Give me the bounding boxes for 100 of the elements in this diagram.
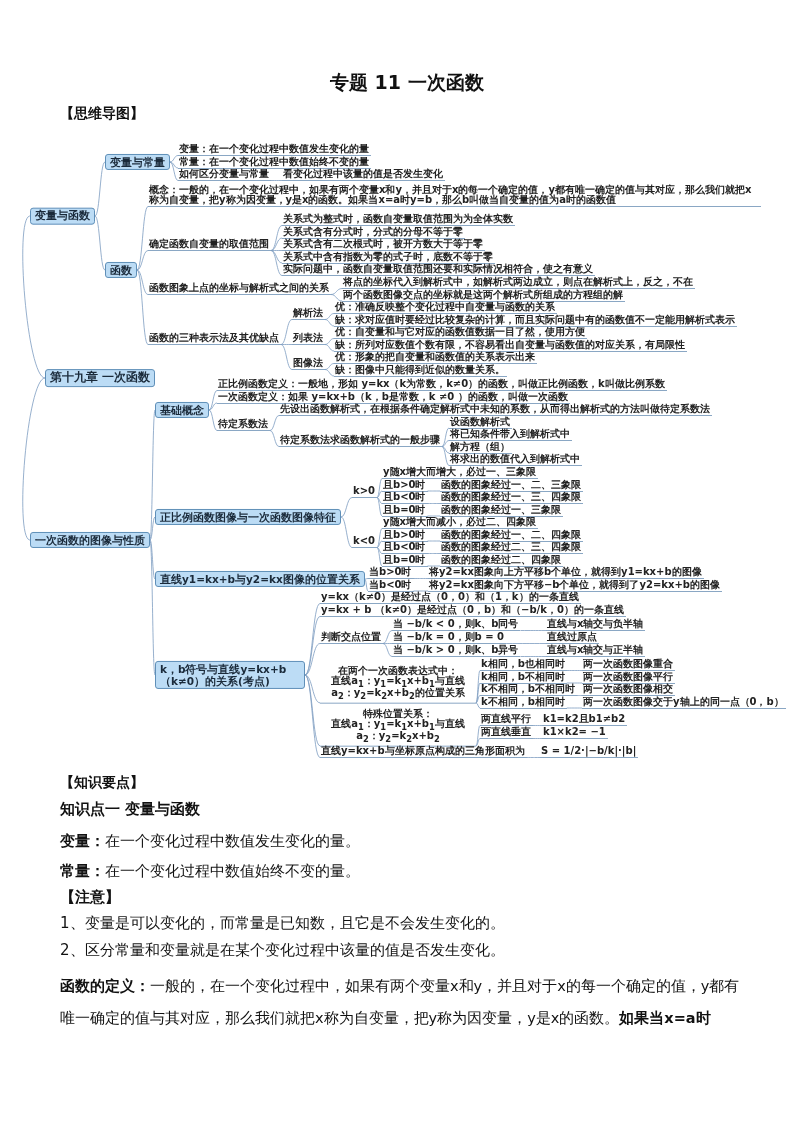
branch-line [441, 446, 450, 466]
branch-line [324, 363, 335, 370]
branch-line [94, 215, 106, 271]
branch-line [340, 497, 353, 518]
branch-line [566, 670, 583, 671]
branch-line [441, 427, 450, 447]
topic-text: 将点的坐标代入到解析式中，如解析式两边成立，则点在解析式上，反之，不在 [342, 277, 695, 289]
topic-text: 两一次函数图像平行 [582, 671, 675, 684]
topic-text: 将已知条件带入到解析式中 [449, 429, 572, 441]
section-heading: 【注意】 [60, 888, 120, 907]
branch-line [280, 344, 293, 370]
branch-line [413, 578, 429, 579]
topic-text: 且b=0时 [382, 504, 428, 517]
topic-text: 当 −b/k = 0，则b = 0 [392, 632, 507, 644]
branch-line [324, 369, 335, 377]
topic-text: 当b<0时 [368, 579, 414, 592]
topic-text: 函数的图象经过二、四象限 [440, 554, 563, 567]
topic-text: y随x增大而增大，必过一、三象限 [382, 467, 538, 479]
branch-line [441, 446, 450, 454]
paragraph: 1、变量是可以变化的，而常量是已知数，且它是不会发生变化的。 [60, 914, 505, 933]
branch-line [270, 180, 283, 181]
topic-text: 将y2=kx图象向上方平移b个单位，就得到y1=kx+b的图像 [428, 567, 704, 579]
branch-line [324, 313, 335, 320]
topic-text: 直线a$_{1}$：y$_{1}$=k$_{1}$x+b$_{1}$与直线a$_{2}$：y$_{2}$=k$_{2}$x+b$_{2}$ [330, 718, 466, 744]
branch-line [304, 674, 321, 704]
branch-line [136, 250, 149, 271]
branch-line [169, 155, 179, 163]
topic-box: 变量与常量 [105, 153, 170, 171]
branch-line [270, 225, 283, 251]
branch-line [505, 643, 547, 644]
branch-line [169, 161, 179, 181]
topic-text: 函数的图象经过二、三、四象限 [440, 542, 583, 554]
topic-text: 函数的图象经过一、三象限 [440, 504, 563, 517]
branch-line [22, 215, 46, 379]
branch-line [376, 528, 383, 548]
topic-text: 两一次函数图像交于y轴上的同一点（0，b） [582, 696, 786, 709]
branch-line [136, 206, 149, 271]
topic-text: 缺：求对应值时要经过比较复杂的计算，而且实际问题中有的函数值不一定能用解析式表示 [334, 314, 737, 327]
branch-line [324, 319, 335, 327]
topic-text: 先设出函数解析式，在根据条件确定解析式中未知的系数，从而得出解析式的方法叫做待定系数法 [279, 404, 712, 416]
branch-line [427, 490, 441, 492]
branch-line [532, 725, 543, 726]
topic-text: 两直线平行 [480, 714, 533, 726]
branch-line [532, 738, 543, 739]
topic-text: 当 −b/k > 0，则k、b异号 [392, 645, 521, 657]
branch-line [270, 250, 283, 251]
branch-line [269, 415, 280, 431]
branch-line [413, 590, 429, 592]
topic-text: k相同，b不相同时 [480, 671, 567, 684]
topic-text: 优：自变量和与它对应的函数值数据一目了然，使用方便 [334, 327, 587, 339]
branch-line [208, 402, 218, 411]
branch-line [427, 515, 441, 517]
branch-line [304, 603, 321, 676]
branch-line [382, 643, 393, 644]
topic-text: 且b<0时 [382, 542, 428, 554]
topic-text: 函数的图象经过一、二、四象限 [440, 529, 583, 542]
branch-line [526, 757, 541, 758]
paragraph: 2、区分常量和变量就是在某个变化过程中该量的值是否发生变化。 [60, 941, 505, 960]
topic-text: 在两个一次函数表达式中： [338, 665, 458, 676]
branch-line [324, 338, 335, 345]
topic-text: 两直线垂直 [480, 727, 533, 739]
topic-text: 当 −b/k < 0，则k、b同号 [392, 619, 521, 631]
topic-text: 缺：图像中只能得到近似的数量关系。 [334, 364, 507, 377]
topic-text: 设函数解析式 [449, 416, 512, 429]
topic-text: 待定系数法求函数解析式的一般步骤 [279, 435, 442, 447]
topic-text: 直线过原点 [546, 632, 599, 644]
topic-text: 关系式为整式时，函数自变量取值范围为为全体实数 [282, 214, 515, 226]
topic-text: 优：形象的把自变量和函数值的关系表示出来 [334, 352, 537, 364]
topic-text: 函数图象上点的坐标与解析式之间的关系 [148, 283, 331, 295]
section-heading: 知识点一 变量与函数 [60, 800, 201, 819]
topic-text: 两个函数图像交点的坐标就是这两个解析式所组成的方程组的解 [342, 289, 625, 302]
topic-text: k>0 [352, 486, 377, 498]
topic-text: 函数的三种表示法及其优缺点 [148, 333, 281, 345]
topic-text: 将y2=kx图象向下方平移−b个单位，就得到了y2=kx+b的图像 [428, 579, 722, 592]
branch-line [576, 695, 583, 696]
branch-line [427, 553, 441, 554]
topic-text: 常量：在一个变化过程中数值始终不变的量 [178, 156, 371, 169]
topic-text: 变量：在一个变化过程中数值发生变化的量 [178, 144, 371, 156]
branch-line [376, 547, 383, 554]
branch-line [376, 490, 383, 498]
branch-line [94, 161, 106, 217]
topic-box: 函数 [105, 261, 137, 279]
branch-line [22, 377, 46, 541]
topic-text: 图像法 [292, 358, 325, 370]
topic-text: y=kx + b （k≠0）是经过点（0，b）和（−b/k，0）的一条直线 [320, 605, 626, 617]
branch-line [364, 578, 369, 592]
branch-line [382, 630, 393, 644]
branch-line [324, 344, 335, 352]
branch-line [270, 250, 283, 276]
branch-line [136, 269, 149, 295]
topic-text: 两一次函数图像相交 [582, 684, 675, 696]
topic-text: 列表法 [292, 333, 325, 345]
topic-box: 基础概念 [155, 401, 209, 419]
branch-line [475, 682, 481, 704]
branch-line [475, 738, 481, 747]
branch-line [169, 161, 179, 169]
branch-line [280, 319, 293, 345]
topic-text: 待定系数法 [217, 419, 270, 431]
branch-line [566, 707, 583, 709]
topic-text: 直线y=kx+b与坐标原点构成的三角形面积为 [320, 746, 527, 758]
